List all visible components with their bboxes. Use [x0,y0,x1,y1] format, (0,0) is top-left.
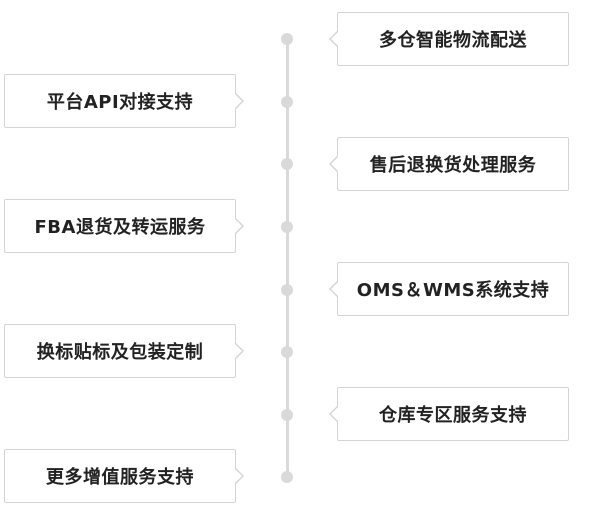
timeline-dot [281,471,293,483]
timeline-dot [281,221,293,233]
service-card-label: 更多增值服务支持 [46,467,194,488]
service-card-more-services: 更多增值服务支持 [4,449,244,503]
timeline-line [286,38,289,478]
timeline-dot [281,96,293,108]
service-card-label: 仓库专区服务支持 [379,405,527,426]
service-card-label: 换标贴标及包装定制 [36,342,204,363]
service-card-dedicated-warehouse: 仓库专区服务支持 [329,387,569,441]
service-card-label: 售后退换货处理服务 [369,155,537,176]
timeline-dot [281,284,293,296]
timeline-dot [281,158,293,170]
service-card-returns-processing: 售后退换货处理服务 [329,137,569,191]
service-card-label: 平台API对接支持 [46,92,194,113]
service-card-platform-api: 平台API对接支持 [4,74,244,128]
service-card-label: OMS＆WMS系统支持 [356,280,550,301]
service-card-label: FBA退货及转运服务 [34,217,206,238]
service-card-multi-warehouse-delivery: 多仓智能物流配送 [329,12,569,66]
timeline-dot [281,33,293,45]
service-card-fba-returns: FBA退货及转运服务 [4,199,244,253]
timeline-dot [281,346,293,358]
service-card-relabel-packaging: 换标贴标及包装定制 [4,324,244,378]
service-card-label: 多仓智能物流配送 [379,30,527,51]
timeline-dot [281,409,293,421]
service-card-oms-wms: OMS＆WMS系统支持 [329,262,569,316]
